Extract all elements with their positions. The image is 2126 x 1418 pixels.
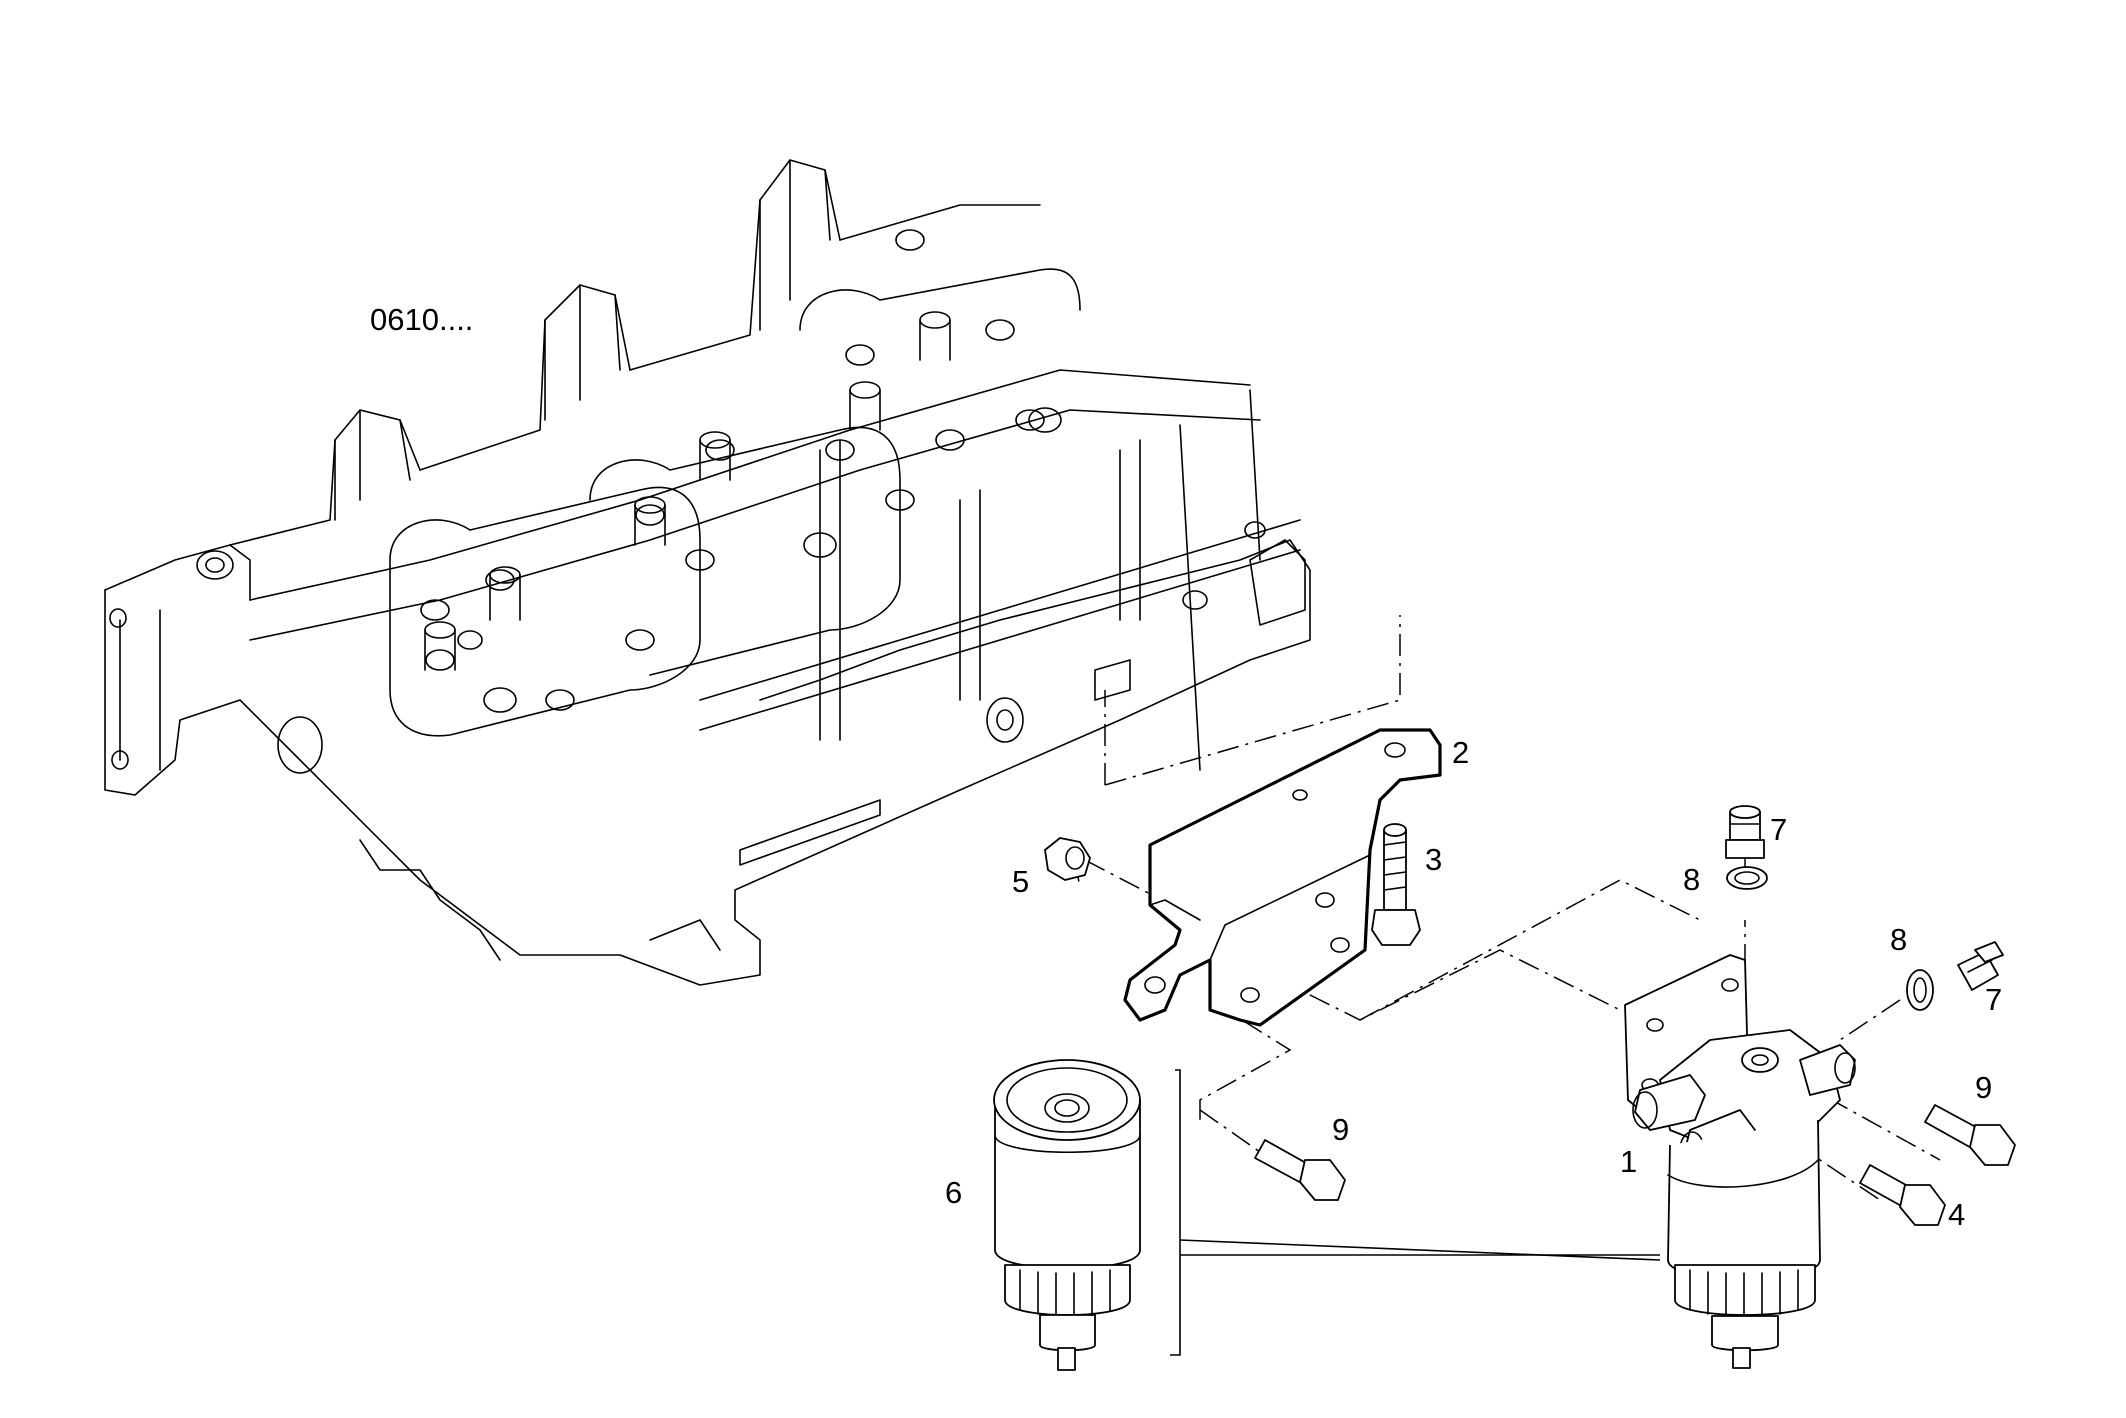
callout-7-top: 7 (1770, 812, 1787, 847)
callouts: 2 3 5 7 8 8 7 9 9 1 4 6 (945, 735, 2002, 1232)
reference-label: 0610.... (370, 302, 473, 337)
fitting-top (1725, 805, 1765, 859)
mounting-bracket (1123, 728, 1442, 1027)
fuel-filter-cartridge (993, 1059, 1141, 1371)
bolt-left (1254, 1139, 1346, 1201)
washer-top (1726, 866, 1768, 890)
fuel-filter-assembly (1624, 954, 1856, 1369)
vertical-bolt (1371, 823, 1421, 946)
callout-4: 4 (1948, 1197, 1965, 1232)
callout-9-right: 9 (1975, 1070, 1992, 1105)
callout-9-left: 9 (1332, 1112, 1349, 1147)
callout-7-right: 7 (1985, 982, 2002, 1017)
callout-5: 5 (1012, 864, 1029, 899)
callout-1: 1 (1620, 1144, 1637, 1179)
callout-8-right: 8 (1890, 922, 1907, 957)
callout-2: 2 (1452, 735, 1469, 770)
bolt-right (1924, 1104, 2016, 1166)
fitting-right (1957, 941, 2004, 991)
callout-6: 6 (945, 1175, 962, 1210)
nut (1044, 837, 1091, 881)
bolt-part-4 (1859, 1164, 1946, 1226)
washer-right (1906, 969, 1934, 1011)
group-brackets (1170, 1069, 1661, 1356)
callout-3: 3 (1425, 842, 1442, 877)
cylinder-head-drawing (104, 159, 1311, 986)
callout-8-top: 8 (1683, 862, 1700, 897)
